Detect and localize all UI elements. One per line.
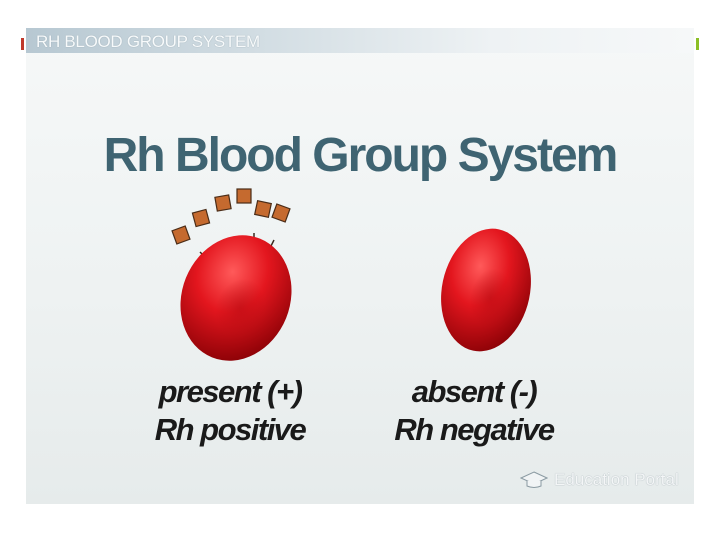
caption-line1: absent (-) (411, 374, 538, 409)
right-corner-marker (696, 38, 699, 50)
graduation-cap-icon (520, 471, 548, 488)
header-banner: RH BLOOD GROUP SYSTEM (26, 28, 694, 53)
rh-negative-caption: absent (-) Rh negative (364, 373, 584, 449)
rh-positive-caption: present (+) Rh positive (120, 373, 340, 449)
watermark-text: Education Portal (554, 470, 679, 489)
antigen-marker (171, 225, 191, 245)
main-title: Rh Blood Group System (103, 129, 619, 182)
antigen-marker (253, 199, 273, 219)
caption-line2: Rh negative (394, 412, 555, 447)
antigen-marker (236, 188, 252, 204)
rh-negative-cell (441, 228, 531, 352)
antigen-marker (271, 203, 291, 223)
antigen-marker (191, 208, 211, 228)
antigen-marker (214, 194, 232, 212)
banner-title: RH BLOOD GROUP SYSTEM (36, 32, 260, 51)
rh-positive-cell (171, 188, 292, 361)
slide-image: RH BLOOD GROUP SYSTEM Rh Blood Group Sys… (26, 28, 694, 504)
caption-line2: Rh positive (154, 412, 307, 447)
caption-line1: present (+) (158, 374, 303, 409)
watermark: Education Portal (520, 467, 679, 493)
left-corner-marker (21, 38, 24, 50)
cells-illustration (171, 188, 531, 361)
